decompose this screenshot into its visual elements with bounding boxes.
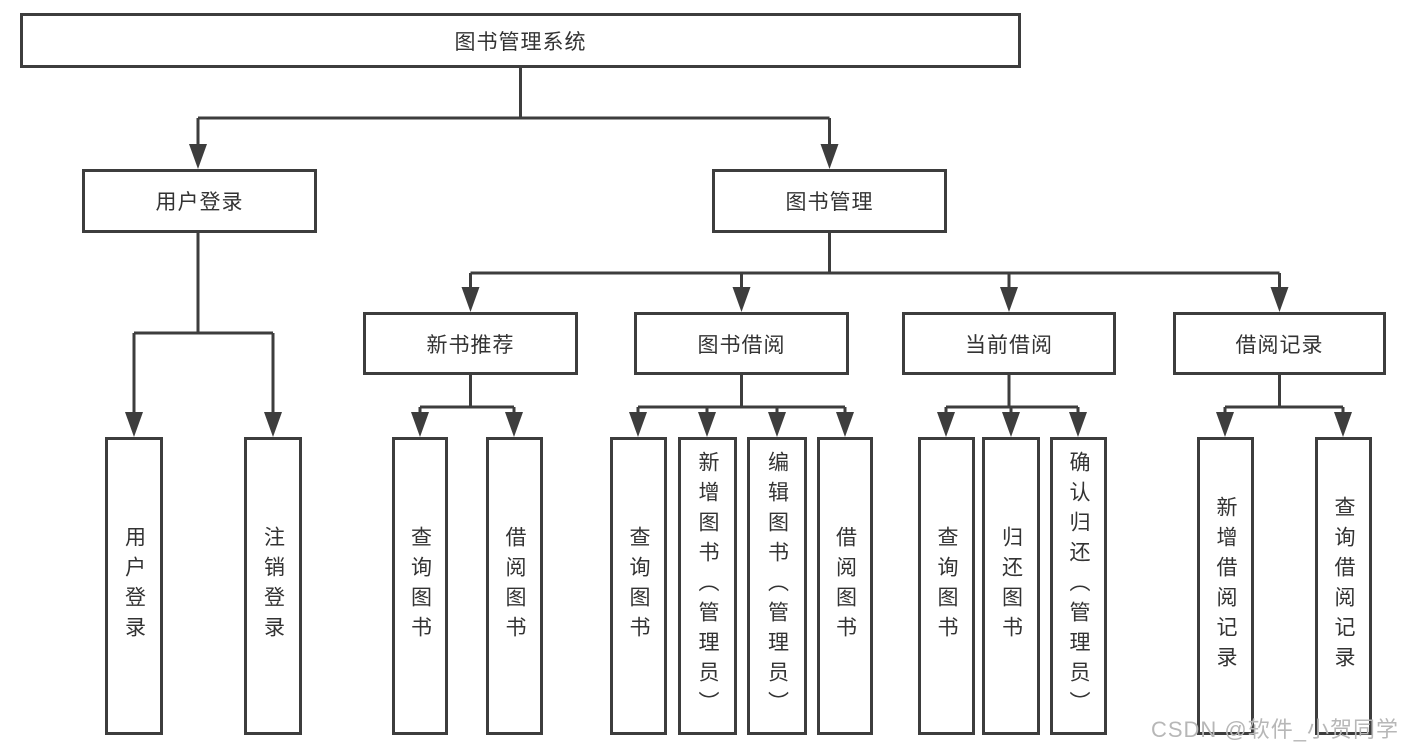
leaf-borrow-books-borrowing-label: 借阅图书 — [833, 526, 857, 646]
node-new-book-recommend-label: 新书推荐 — [426, 333, 515, 357]
arrowheads — [125, 144, 1352, 437]
node-current-borrowing: 当前借阅 — [902, 312, 1116, 375]
leaf-confirm-return-admin: 确认归还（管理员） — [1050, 437, 1107, 735]
node-borrowing-records: 借阅记录 — [1173, 312, 1386, 375]
leaf-logout-label: 注销登录 — [261, 526, 285, 646]
node-book-borrowing: 图书借阅 — [634, 312, 849, 375]
node-user-login-label: 用户登录 — [155, 191, 244, 214]
leaf-borrow-books-recommend: 借阅图书 — [486, 437, 543, 735]
leaf-query-books-borrowing-label: 查询图书 — [627, 526, 650, 646]
node-root: 图书管理系统 — [20, 13, 1021, 68]
leaf-add-borrow-record-label: 新增借阅记录 — [1214, 496, 1237, 676]
leaf-confirm-return-admin-label: 确认归还（管理员） — [1067, 451, 1090, 721]
leaf-user-login-label: 用户登录 — [122, 526, 146, 646]
leaf-borrow-books-borrowing: 借阅图书 — [817, 437, 873, 735]
leaf-user-login: 用户登录 — [105, 437, 163, 735]
node-root-label: 图书管理系统 — [454, 30, 587, 54]
leaf-add-borrow-record: 新增借阅记录 — [1197, 437, 1254, 735]
leaf-add-books-admin: 新增图书（管理员） — [678, 437, 737, 735]
leaf-query-borrow-record-label: 查询借阅记录 — [1332, 496, 1355, 676]
leaf-add-books-admin-label: 新增图书（管理员） — [696, 451, 719, 721]
node-book-management: 图书管理 — [712, 169, 947, 233]
leaf-query-books-current: 查询图书 — [918, 437, 975, 735]
leaf-query-books-recommend: 查询图书 — [392, 437, 448, 735]
leaf-query-books-current-label: 查询图书 — [935, 526, 958, 646]
leaf-return-books: 归还图书 — [982, 437, 1040, 735]
leaf-edit-books-admin-label: 编辑图书（管理员） — [765, 451, 789, 721]
leaf-edit-books-admin: 编辑图书（管理员） — [747, 437, 807, 735]
node-user-login: 用户登录 — [82, 169, 317, 233]
leaf-borrow-books-recommend-label: 借阅图书 — [503, 526, 526, 646]
node-book-management-label: 图书管理 — [785, 191, 874, 214]
node-new-book-recommend: 新书推荐 — [363, 312, 578, 375]
leaf-logout: 注销登录 — [244, 437, 302, 735]
leaf-query-books-borrowing: 查询图书 — [610, 437, 667, 735]
node-book-borrowing-label: 图书借阅 — [697, 333, 786, 357]
tree-edges — [132, 68, 1345, 414]
leaf-query-books-recommend-label: 查询图书 — [408, 526, 432, 646]
leaf-return-books-label: 归还图书 — [999, 526, 1023, 646]
node-borrowing-records-label: 借阅记录 — [1235, 333, 1324, 357]
node-current-borrowing-label: 当前借阅 — [965, 333, 1053, 357]
leaf-query-borrow-record: 查询借阅记录 — [1315, 437, 1372, 735]
